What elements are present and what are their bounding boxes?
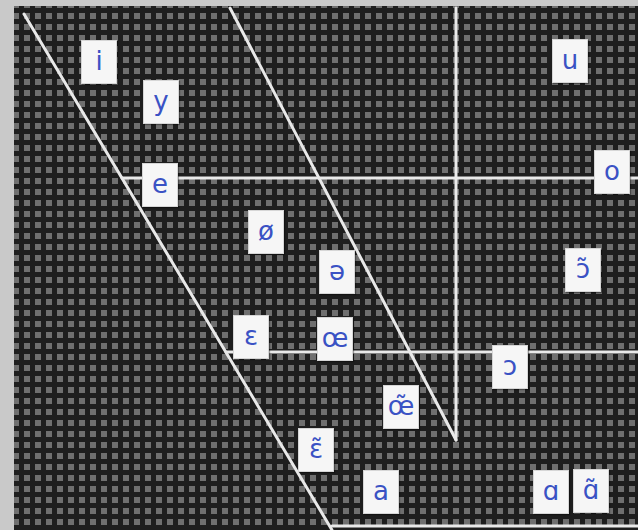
vowel-symbol: œ̃ — [388, 392, 415, 422]
vowel-card: u — [552, 39, 588, 83]
vowel-symbol: ɔ̃ — [576, 255, 590, 285]
vowel-card: œ̃ — [383, 385, 419, 429]
vowel-symbol: o — [604, 157, 620, 187]
open-mid-line — [226, 351, 638, 354]
open-line — [332, 525, 638, 528]
vowel-card: o — [594, 150, 630, 194]
vowel-card: ɔ — [492, 345, 528, 389]
vowel-symbol: ɑ — [543, 477, 560, 507]
vowel-card: œ — [317, 317, 353, 361]
close-mid-line — [122, 177, 638, 180]
vowel-symbol: ə — [329, 257, 345, 287]
vowel-symbol: ɑ̃ — [583, 476, 600, 506]
vowel-card: ɛ̃ — [298, 428, 334, 472]
pegboard-surface — [14, 6, 638, 530]
vowel-card: ə — [319, 250, 355, 294]
vowel-symbol: ɛ — [244, 322, 258, 352]
vowel-card: ɛ — [233, 315, 269, 359]
front-edge-line — [24, 14, 332, 530]
vowel-symbol: ɔ — [503, 352, 517, 382]
vowel-symbol: a — [373, 477, 389, 507]
vowel-card: ɑ — [533, 470, 569, 514]
vowel-symbol: œ — [322, 324, 349, 354]
back-edge-line — [455, 8, 458, 440]
vowel-symbol: ø — [258, 217, 274, 247]
vowel-card: ø — [248, 210, 284, 254]
vowel-card: ɑ̃ — [573, 469, 609, 513]
vowel-card: i — [81, 40, 117, 84]
central-edge-line — [230, 8, 456, 440]
vowel-card: y — [143, 80, 179, 124]
vowel-symbol: e — [152, 170, 168, 200]
vowel-card: e — [142, 163, 178, 207]
vowel-symbol: u — [562, 46, 578, 76]
vowel-symbol: y — [153, 87, 168, 117]
vowel-symbol: ɛ̃ — [309, 435, 323, 465]
vowel-card: ɔ̃ — [565, 248, 601, 292]
vowel-card: a — [363, 470, 399, 514]
vowel-symbol: i — [95, 47, 102, 77]
